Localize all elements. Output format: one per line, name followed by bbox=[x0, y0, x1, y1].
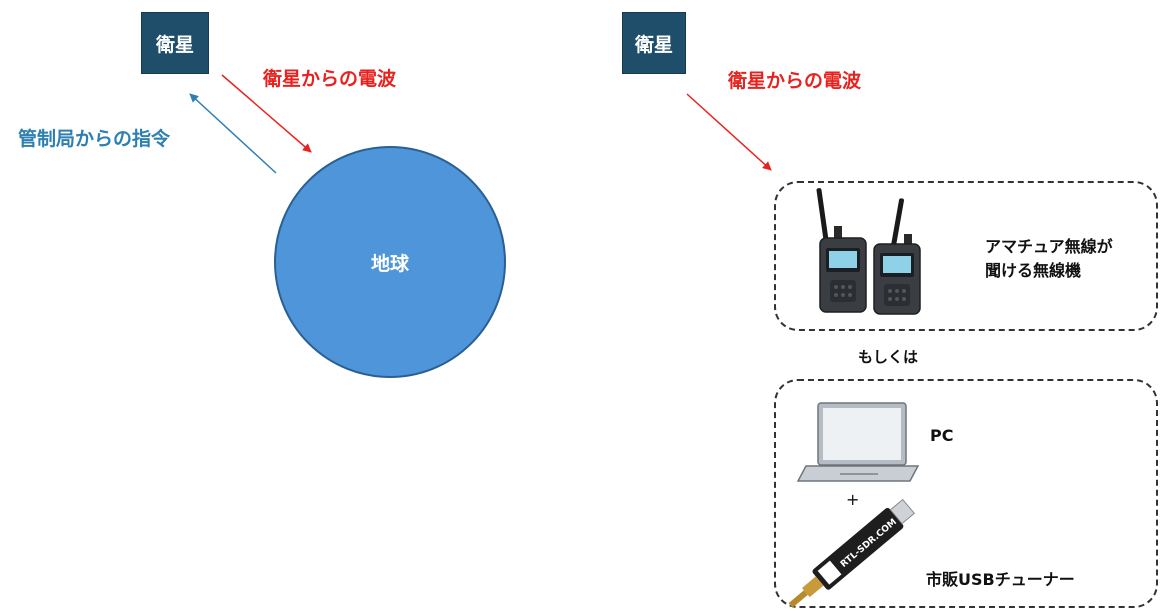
satellite-box-left: 衛星 bbox=[141, 12, 209, 74]
satellite-label-left: 衛星 bbox=[155, 33, 194, 56]
downlink-label-right: 衛星からの電波 bbox=[728, 70, 862, 92]
satellite-box-right: 衛星 bbox=[622, 12, 686, 74]
radio-option-line2: 聞ける無線機 bbox=[985, 261, 1082, 280]
sdr-option-box bbox=[774, 379, 1158, 608]
uplink-arrow bbox=[189, 93, 277, 174]
radio-option-label: アマチュア無線が 聞ける無線機 bbox=[985, 235, 1113, 283]
separator-label: もしくは bbox=[858, 348, 919, 366]
plus-sign: + bbox=[846, 490, 860, 509]
tuner-label: 市販USBチューナー bbox=[926, 570, 1075, 589]
earth-circle: 地球 bbox=[274, 146, 506, 378]
downlink-arrow-right bbox=[686, 93, 772, 171]
pc-label: PC bbox=[930, 426, 954, 445]
radio-option-box bbox=[774, 181, 1158, 331]
uplink-label: 管制局からの指令 bbox=[18, 128, 171, 150]
earth-label: 地球 bbox=[370, 252, 409, 275]
downlink-label-left: 衛星からの電波 bbox=[263, 68, 397, 90]
satellite-label-right: 衛星 bbox=[634, 33, 673, 56]
radio-option-line1: アマチュア無線が bbox=[985, 237, 1113, 256]
